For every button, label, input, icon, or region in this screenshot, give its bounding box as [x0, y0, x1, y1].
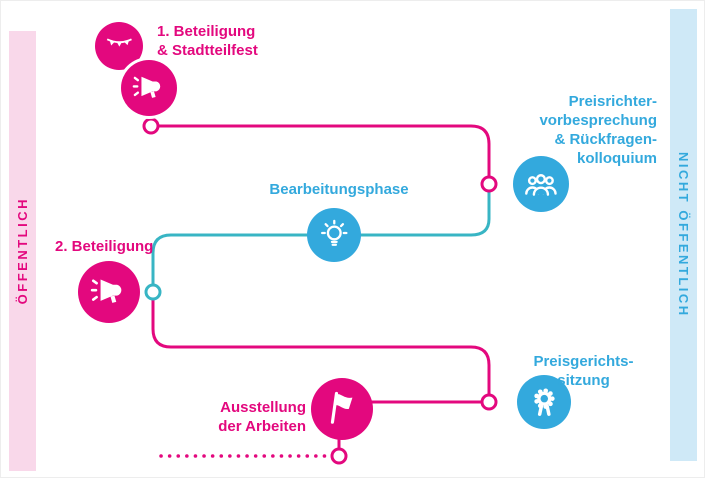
joint-circle-4 — [480, 393, 498, 411]
node-beteiligung2 — [78, 261, 140, 323]
label-preisgericht: Preisgerichts- sitzung — [506, 352, 661, 390]
label-beteiligung2: 2. Beteiligung — [55, 237, 153, 256]
joint-circle-5 — [330, 447, 348, 465]
sidebar-not-public-label: NICHT ÖFFENTLICH — [676, 152, 691, 318]
label-line: Ausstellung — [220, 399, 306, 416]
label-line: kolloquium — [577, 150, 657, 168]
label-ausstellung: Ausstellung der Arbeiten — [218, 398, 306, 436]
lightbulb-icon — [320, 219, 348, 246]
label-line: vorbesprechung — [539, 112, 657, 130]
connector-phase1-to-jury — [156, 124, 491, 179]
label-line: der Arbeiten — [218, 418, 306, 436]
node-preisrichter — [513, 156, 569, 212]
node-preisgericht — [517, 375, 571, 429]
joint-circle-2 — [480, 175, 498, 193]
label-line: Bearbeitungsphase — [269, 181, 409, 198]
joint-circle-3 — [144, 283, 162, 301]
sidebar-not-public: NICHT ÖFFENTLICH — [670, 9, 697, 461]
label-beteiligung1: 1. Beteiligung & Stadtteilfest — [157, 22, 258, 60]
label-line: 2. Beteiligung — [55, 238, 154, 255]
flag-icon — [331, 391, 353, 424]
label-line: Preisgerichts- — [533, 353, 634, 370]
pennant-banner-icon — [106, 38, 132, 47]
label-bearbeitungsphase: Bearbeitungsphase — [241, 180, 437, 199]
label-line: & Rückfragen- — [554, 131, 657, 149]
label-line: & Stadtteilfest — [157, 42, 258, 60]
label-preisrichter: Preisrichter- vorbesprechung & Rückfrage… — [539, 92, 657, 168]
connector-phase2-to-award — [151, 297, 491, 397]
label-line: sitzung — [557, 372, 610, 390]
node-bearbeitungsphase — [307, 208, 361, 262]
megaphone-icon — [132, 76, 161, 98]
node-ausstellung — [311, 378, 373, 440]
joint-circle-1 — [142, 117, 160, 135]
jury-people-icon — [525, 174, 557, 196]
award-rosette-icon — [534, 388, 555, 416]
node-beteiligung1 — [121, 60, 177, 116]
sidebar-public: ÖFFENTLICH — [9, 31, 36, 471]
megaphone-icon — [90, 279, 122, 304]
label-line: Preisrichter- — [568, 93, 657, 110]
label-line: 1. Beteiligung — [157, 23, 256, 40]
node-stadtteilfest — [95, 22, 143, 70]
